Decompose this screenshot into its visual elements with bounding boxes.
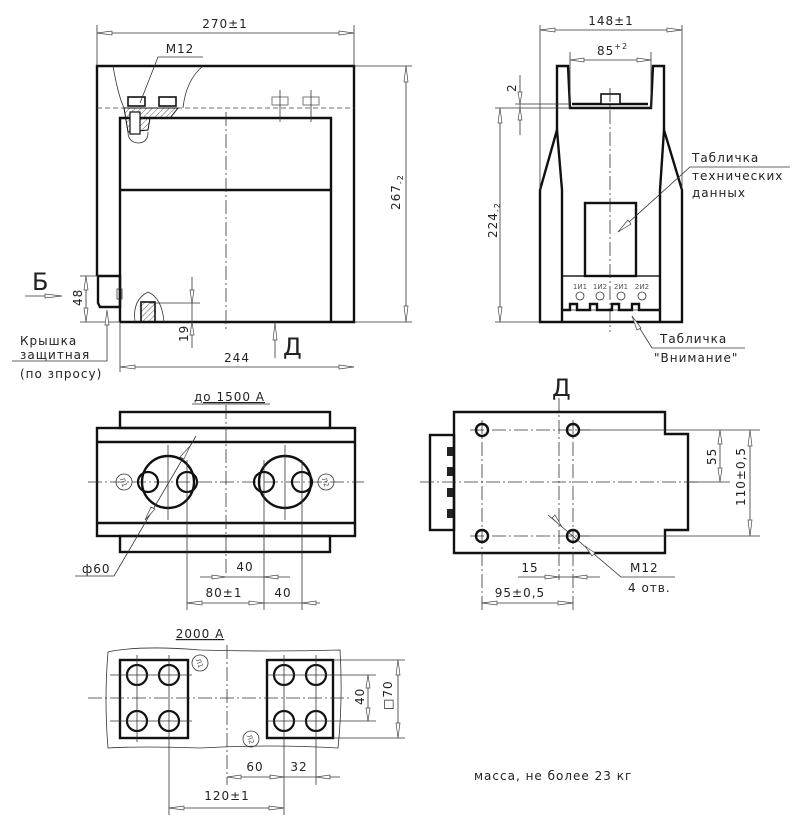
terminal-screw-icon [616,291,626,301]
view-d-title: Д [552,374,571,402]
break-lines [112,65,204,144]
view-d-marker: Д [283,333,302,361]
nut-icon [127,96,146,107]
height-dimension: 267-2 [389,174,405,210]
dim-120: 120±1 [204,789,250,803]
bolt-m12 [129,111,141,135]
hole-icon [565,528,581,544]
busbar-outline [105,647,342,749]
protective-cover [96,274,122,309]
view-arrow [272,322,278,341]
offset-dimension: 2 [505,83,519,92]
l2-label: Л2 [320,476,331,488]
cover-note-line1: Крышка [20,334,77,348]
terminal-screw-icon [595,291,605,301]
busbar-pad-l1 [118,658,190,740]
l2-marker [317,473,335,491]
hole-thread-label: M12 [630,561,659,575]
busbar-pad-l2 [265,658,335,740]
plate-note-line2: технических [692,169,783,183]
l1-marker [191,654,209,672]
hole-icon [474,528,490,544]
dim-40-center: 40 [236,560,253,574]
section-b-marker: Б [32,268,48,296]
side-view: 1И1 1И2 2И1 2И2 148±1 85+2 224-2 2 Табли… [486,14,790,365]
bolt-label: M12 [166,42,195,56]
view-2000a: 2000 А Л1 Л2 40 □70 60 [88,627,405,815]
dim-60: 60 [246,760,263,774]
dim-80: 80±1 [206,586,243,600]
terminal-label: 2И2 [635,283,649,291]
cover-note-line2: защитная [20,348,90,362]
plate-note-line1: Табличка [691,151,759,165]
terminal-screws [447,447,453,518]
warning-note-line1: Табличка [659,332,727,346]
dim-15: 15 [521,561,538,575]
cover-outline [428,433,456,532]
hole-icon [474,422,490,438]
view-1500a-title: до 1500 А [194,390,265,404]
side-inner-lines [555,129,666,322]
view-1500a: до 1500 А Л1 Л2 ф60 40 80±1 40 [75,390,364,610]
l1-label: Л1 [194,657,205,669]
mass-note: масса, не более 23 кг [474,769,632,783]
base-outline [452,410,690,555]
dim-95: 95±0,5 [495,586,545,600]
dim-55: 55 [705,448,719,465]
warning-note-line2: "Внимание" [654,351,738,365]
terminal-block [561,275,661,323]
terminal-label: 2И1 [614,283,628,291]
view-2000a-title: 2000 А [176,627,225,641]
dim-110: 110±0,5 [734,447,748,506]
dim-32: 32 [290,760,307,774]
dim-40: 40 [353,688,367,705]
terminal-label: 1И1 [573,283,587,291]
terminal-offset-dimension: 19 [177,325,191,342]
nut-icon [158,96,177,107]
side-height-dimension: 224-2 [486,202,502,238]
l1-marker [115,473,133,491]
l2-label: Л2 [245,733,256,745]
view-d: Д 55 110±0,5 15 95±0,5 M12 [420,374,760,610]
side-width-dimension: 148±1 [588,14,634,28]
width-dimension: 270±1 [202,17,248,31]
nut-icon [600,93,621,105]
terminal-screw-icon [637,291,647,301]
nut-icon [136,470,160,494]
terminal-break [134,291,165,323]
diameter-dimension: ф60 [82,562,111,576]
cover-height-dimension: 48 [71,289,85,306]
inner-width-dimension: 85+2 [597,42,628,58]
hole-count-label: 4 отв. [628,581,671,595]
l1-label: Л1 [118,476,129,488]
plate-note-line3: данных [692,186,746,200]
hole-icon [565,422,581,438]
front-view: 270±1 M12 267-2 244 Д Б 48 19 Крышка защ… [12,17,412,381]
cover-note-line3: (по зпросу) [20,367,102,381]
terminal-bolt [140,301,156,323]
dim-70-square: □70 [381,680,395,710]
terminal-label: 1И2 [593,283,607,291]
bottom-dimension: 244 [224,351,250,365]
l2-marker [242,730,260,748]
dim-40-right: 40 [274,586,291,600]
terminal-labels: 1И1 1И2 2И1 2И2 [563,283,659,312]
tech-data-plate [583,201,638,278]
mounting-holes [474,422,581,544]
terminal-screw-icon [575,291,585,301]
